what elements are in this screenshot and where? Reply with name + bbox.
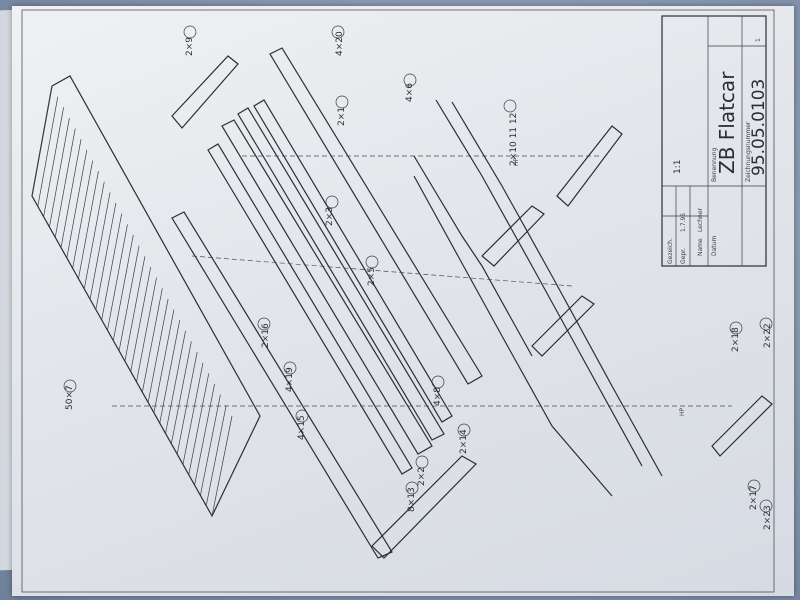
callouts: 2×9 4×20 2×1 4×6 2×10 11 12 2×3 2×5 50×7…: [63, 25, 773, 530]
deck-plank-line: [188, 373, 210, 475]
hp-label-upper: HP: [513, 157, 520, 166]
svg-text:2×23: 2×23: [763, 505, 773, 530]
drawing-sheet: Benennung Datum Name Zeichnungsnummer Ge…: [12, 6, 794, 596]
callout-2x3: 2×3: [325, 195, 339, 226]
deck-plank-line: [141, 288, 163, 393]
header-benennung: Benennung: [711, 147, 718, 182]
drawing-title: ZB Flatcar: [715, 71, 739, 174]
deck-plank-line: [176, 352, 198, 455]
svg-text:2×3: 2×3: [325, 207, 335, 226]
scale-value: 1:1: [673, 160, 683, 174]
callout-2x10-11-12: 2×10 11 12: [503, 99, 519, 166]
frame-members: [112, 47, 732, 559]
callout-8x13: 8×13: [405, 481, 419, 512]
deck-plank-line: [205, 405, 227, 506]
callout-4x20: 4×20: [331, 25, 345, 56]
deck-plank-line: [60, 139, 82, 248]
deck-plank-line: [78, 171, 99, 279]
deck-plank-line: [54, 128, 76, 238]
deck-plank-line: [211, 415, 233, 517]
deck-plank-line: [72, 160, 93, 269]
sheet-value: 1: [755, 38, 762, 42]
svg-text:2×22: 2×22: [763, 323, 773, 348]
header-gezeichnet: Gezeich.: [667, 238, 674, 264]
svg-text:8×13: 8×13: [407, 487, 417, 512]
callout-4x15: 4×15: [295, 409, 309, 440]
svg-text:4×6: 4×6: [405, 83, 415, 102]
callout-2x17: 2×17: [747, 479, 761, 510]
callout-4x6: 4×6: [403, 73, 417, 102]
callout-2x22: 2×22: [759, 317, 773, 348]
callout-2x14: 2×14: [457, 423, 471, 454]
callout-4x19: 4×19: [283, 361, 297, 392]
deck-plank-line: [31, 85, 53, 197]
header-zeichnungsnummer: Zeichnungsnummer: [745, 121, 752, 182]
deck-plank-line: [124, 256, 146, 362]
deck-plank-line: [118, 245, 140, 351]
svg-text:2×9: 2×9: [185, 37, 195, 56]
deck-plank-line: [200, 394, 221, 496]
callout-2x2: 2×2: [415, 455, 429, 486]
deck-plank-line: [153, 309, 175, 413]
callout-2x16: 2×16: [257, 317, 271, 348]
hp-label-lower: HP: [679, 407, 686, 416]
svg-text:2×14: 2×14: [459, 429, 469, 454]
callout-50x7: 50×7: [63, 379, 77, 410]
deck-plank-line: [107, 224, 128, 331]
svg-text:4×15: 4×15: [297, 415, 307, 440]
header-geprueft: Gepr.: [680, 248, 687, 264]
sheet-border: [21, 9, 775, 593]
date-value: 1.7.95: [680, 213, 687, 232]
callout-4x8: 4×8: [431, 375, 445, 406]
deck-plank-line: [66, 149, 88, 258]
deck-planks: [31, 75, 261, 518]
deck-plank-line: [130, 266, 152, 372]
svg-text:2×10 11 12: 2×10 11 12: [509, 113, 519, 166]
svg-text:2×5: 2×5: [367, 267, 377, 286]
deck-plank-line: [83, 181, 105, 289]
title-block: Benennung Datum Name Zeichnungsnummer Ge…: [661, 15, 769, 267]
deck-plank-line: [159, 320, 181, 424]
deck-plank-line: [147, 298, 169, 403]
deck-plank-line: [43, 107, 64, 217]
callout-2x9: 2×9: [183, 25, 197, 56]
deck-plank-line: [136, 277, 157, 382]
deck-plank-line: [182, 362, 204, 465]
header-datum: Datum: [711, 236, 718, 256]
technical-drawing: Benennung Datum Name Zeichnungsnummer Ge…: [21, 9, 775, 593]
header-name: Name: [697, 238, 704, 256]
callout-2x18: 2×18: [729, 321, 743, 352]
svg-text:2×18: 2×18: [731, 327, 741, 352]
deck-plank-line: [194, 383, 215, 486]
svg-text:2×17: 2×17: [749, 485, 759, 510]
svg-text:50×7: 50×7: [65, 385, 75, 410]
svg-text:2×16: 2×16: [261, 323, 271, 348]
callout-2x23: 2×23: [759, 499, 773, 530]
name-value: Lechner: [697, 207, 704, 232]
svg-text:2×1: 2×1: [337, 107, 347, 126]
svg-text:4×20: 4×20: [335, 31, 345, 56]
callout-2x1: 2×1: [335, 95, 349, 126]
bogie-parts: [413, 99, 773, 497]
deck-plank-line: [89, 192, 111, 300]
deck-plank-line: [95, 203, 117, 310]
deck-plank-line: [37, 96, 59, 207]
svg-text:2×2: 2×2: [417, 467, 427, 486]
deck-plank-line: [49, 117, 70, 228]
svg-text:4×8: 4×8: [433, 387, 443, 406]
deck-plank-line: [165, 330, 186, 434]
deck-plank-line: [101, 213, 123, 320]
svg-text:4×19: 4×19: [285, 367, 295, 392]
deck-plank-line: [171, 341, 192, 444]
callout-2x5: 2×5: [365, 255, 379, 286]
deck-plank-line: [112, 234, 134, 341]
drawing-number: 95.05.0103: [749, 79, 769, 176]
